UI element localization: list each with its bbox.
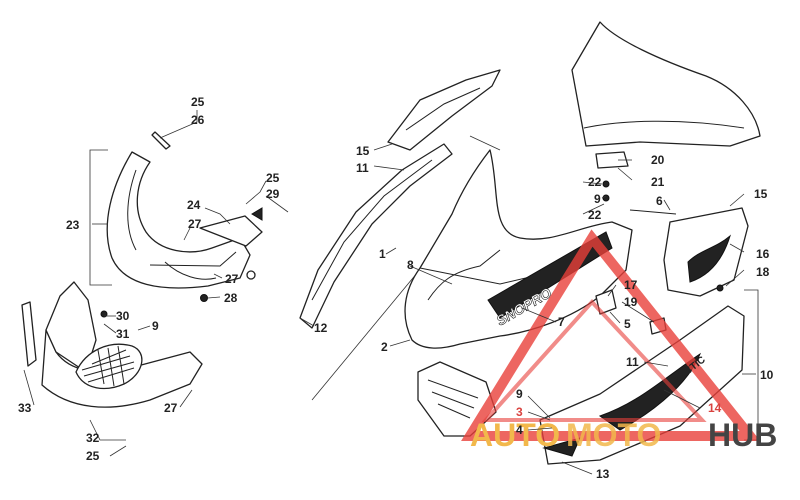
screw-26 xyxy=(151,131,171,150)
part-numbers: 25 26 23 24 27 25 29 27 28 30 31 9 33 27… xyxy=(18,95,774,481)
part-number-28: 28 xyxy=(224,291,238,305)
part-number-15: 15 xyxy=(356,144,370,158)
part-number-17: 17 xyxy=(624,278,638,292)
part-number-2: 2 xyxy=(381,340,388,354)
part-number-21: 21 xyxy=(651,175,665,189)
part-number-3: 3 xyxy=(516,405,523,419)
part-number-14: 14 xyxy=(708,401,722,415)
grommet xyxy=(246,270,256,280)
part-number-11: 11 xyxy=(356,161,369,175)
nut-22 xyxy=(602,180,610,188)
part-number-25: 25 xyxy=(86,449,100,463)
part-number-9: 9 xyxy=(152,319,159,333)
side-panel-16-part xyxy=(663,207,749,297)
side-trim-12-part xyxy=(299,143,453,329)
side-panel-graphic-tip xyxy=(542,437,581,457)
part-number-23: 23 xyxy=(66,218,80,232)
windshield-bracket-21 xyxy=(595,151,629,169)
part-number-16: 16 xyxy=(756,247,770,261)
part-number-6: 6 xyxy=(656,194,663,208)
side-panel-graphic-lower xyxy=(598,352,702,431)
rod-6 xyxy=(629,209,677,215)
guide-line-1b xyxy=(469,135,501,151)
clip-29 xyxy=(251,207,263,221)
part-number-22: 22 xyxy=(588,175,602,189)
part-number-13: 13 xyxy=(596,467,610,481)
part-number-25: 25 xyxy=(266,171,280,185)
part-number-27: 27 xyxy=(164,401,178,415)
part-number-10: 10 xyxy=(760,368,774,382)
windshield-part xyxy=(571,21,761,147)
screw-30 xyxy=(100,310,108,318)
part-number-19: 19 xyxy=(624,295,638,309)
part-number-9: 9 xyxy=(594,192,601,206)
side-panel-10-part xyxy=(539,305,745,465)
part-number-7: 7 xyxy=(558,315,565,329)
part-number-15: 15 xyxy=(754,187,768,201)
watermark-logo: AUTO MOTO HUB xyxy=(461,229,777,453)
part-number-22: 22 xyxy=(588,208,602,222)
part-number-32: 32 xyxy=(86,431,100,445)
watermark-part3: HUB xyxy=(708,417,777,453)
part-number-29: 29 xyxy=(266,187,280,201)
part-number-1: 1 xyxy=(379,247,386,261)
belly-pan-part xyxy=(41,281,203,408)
part-number-26: 26 xyxy=(191,113,205,127)
leader-lines xyxy=(23,110,756,475)
part-number-27: 27 xyxy=(225,272,239,286)
part-number-30: 30 xyxy=(116,309,130,323)
upper-trim-part xyxy=(387,69,501,151)
part-number-5: 5 xyxy=(624,317,631,331)
bracket-23 xyxy=(89,149,112,286)
part-number-31: 31 xyxy=(116,327,130,341)
watermark-triangle xyxy=(461,229,761,441)
part-number-8: 8 xyxy=(407,258,414,272)
side-panel-graphic xyxy=(687,234,731,283)
part-number-4: 4 xyxy=(516,423,523,437)
part-number-12: 12 xyxy=(314,321,328,335)
part-number-9: 9 xyxy=(516,387,523,401)
watermark-triangle-inner xyxy=(481,299,707,422)
part-number-24: 24 xyxy=(187,198,201,212)
nut-28 xyxy=(200,294,208,302)
washer-9 xyxy=(602,194,610,202)
part-number-18: 18 xyxy=(756,265,770,279)
part-number-27: 27 xyxy=(188,217,202,231)
upper-lower-cowl-part xyxy=(106,151,263,289)
part-number-33: 33 xyxy=(18,401,32,415)
trim-strip-33 xyxy=(21,301,37,367)
watermark-part1: AUTO xyxy=(470,417,560,453)
part-number-20: 20 xyxy=(651,153,665,167)
watermark-part2: MOTO xyxy=(566,417,661,453)
part-number-25: 25 xyxy=(191,95,205,109)
part-number-11: 11 xyxy=(626,355,639,369)
screw-18 xyxy=(716,284,724,292)
